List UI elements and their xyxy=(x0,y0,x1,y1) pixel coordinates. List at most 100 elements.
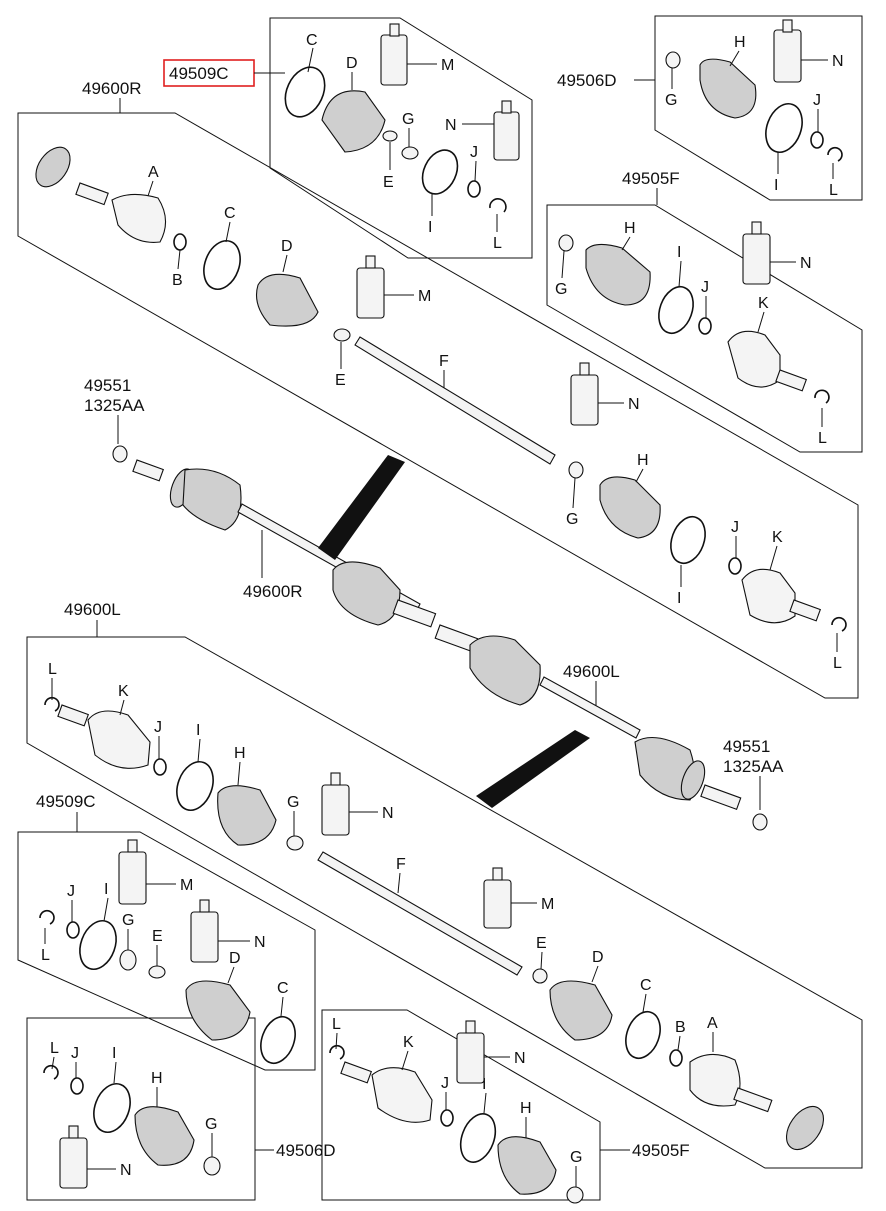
part-letter-j: J xyxy=(154,719,162,736)
leader-line xyxy=(401,1050,409,1071)
leader-line xyxy=(177,249,181,270)
part-letter-b: B xyxy=(675,1019,686,1036)
kit-code-49505F-top: 49505F xyxy=(622,169,680,188)
part-letter-k: K xyxy=(758,295,769,312)
part-letter-l: L xyxy=(818,430,827,447)
part-letter-i: I xyxy=(482,1076,486,1093)
part-letter-n: N xyxy=(120,1162,132,1179)
part-letter-i: I xyxy=(774,177,778,194)
part-letter-l: L xyxy=(493,235,502,252)
part-letter-n: N xyxy=(254,934,266,951)
part-letter-n: N xyxy=(514,1050,526,1067)
part-letter-g: G xyxy=(205,1116,217,1133)
leader-line xyxy=(280,996,284,1017)
leader-line xyxy=(540,951,543,970)
leader-line xyxy=(729,50,740,67)
leader-line xyxy=(678,260,682,288)
shaft-assembly-49600R xyxy=(112,445,437,628)
part-letter-l: L xyxy=(41,947,50,964)
part-letter-b: B xyxy=(172,272,183,289)
part-letter-l: L xyxy=(48,661,57,678)
assembly-panel-49600L xyxy=(26,636,863,1169)
part-letter-f: F xyxy=(396,856,406,873)
leader-line xyxy=(335,1032,338,1050)
part-letter-e: E xyxy=(536,935,547,952)
part-letter-l: L xyxy=(50,1040,59,1057)
part-letter-m: M xyxy=(441,57,454,74)
kit-code-49509C-top: 49509C xyxy=(169,64,229,83)
leader-line xyxy=(635,468,644,483)
nut-code-49551-upper: 49551 xyxy=(84,376,131,395)
part-letter-i: I xyxy=(112,1045,116,1062)
part-letter-i: I xyxy=(104,881,108,898)
part-letter-j: J xyxy=(67,883,75,900)
part-letter-j: J xyxy=(731,519,739,536)
kit-code-49506D-bot: 49506D xyxy=(276,1141,336,1160)
assembly-panel-49600R xyxy=(17,112,859,699)
part-letter-h: H xyxy=(624,220,636,237)
part-letter-d: D xyxy=(281,238,293,255)
part-letter-n: N xyxy=(382,805,394,822)
part-letter-g: G xyxy=(402,111,414,128)
part-letter-f: F xyxy=(439,353,449,370)
nut-code-1325AA-lower: 1325AA xyxy=(723,757,784,776)
part-letter-g: G xyxy=(287,794,299,811)
kit-49505F-top-parts xyxy=(558,221,830,404)
arrow-wedge-upper xyxy=(318,455,405,560)
part-letter-m: M xyxy=(541,896,554,913)
kit-49506D-bot-parts xyxy=(43,1064,221,1189)
part-letter-i: I xyxy=(677,244,681,261)
part-letter-m: M xyxy=(418,288,431,305)
kit-code-49505F-bot: 49505F xyxy=(632,1141,690,1160)
nut-code-49551-lower: 49551 xyxy=(723,737,770,756)
part-letter-g: G xyxy=(555,281,567,298)
leader-line xyxy=(113,1061,117,1084)
part-letter-c: C xyxy=(640,977,652,994)
kit-code-49509C-bot: 49509C xyxy=(36,792,96,811)
leader-line xyxy=(483,1092,487,1114)
leader-line xyxy=(119,699,125,716)
part-letter-h: H xyxy=(734,34,746,51)
leader-line xyxy=(642,993,647,1013)
part-letter-n: N xyxy=(800,255,812,272)
part-letter-e: E xyxy=(152,928,163,945)
leader-line xyxy=(591,965,599,983)
leader-line xyxy=(282,254,288,273)
part-letter-l: L xyxy=(833,655,842,672)
arrow-wedge-lower xyxy=(476,730,590,808)
leader-line xyxy=(474,160,477,182)
kit-49509C-bot-parts xyxy=(39,839,296,1065)
kit-box-49509C-bot xyxy=(17,831,316,1071)
part-letter-h: H xyxy=(234,745,246,762)
assembly-code-49600R-mid: 49600R xyxy=(243,582,303,601)
part-letter-c: C xyxy=(277,980,289,997)
part-letter-c: C xyxy=(224,205,236,222)
leader-line xyxy=(561,250,565,279)
kit-49505F-bot-parts xyxy=(329,1020,584,1204)
part-letter-e: E xyxy=(335,372,346,389)
assembly-code-49600L-mid: 49600L xyxy=(563,662,620,681)
part-letter-j: J xyxy=(71,1045,79,1062)
shaft-assembly-49600L xyxy=(434,624,768,831)
part-letter-d: D xyxy=(592,949,604,966)
part-letter-j: J xyxy=(470,144,478,161)
assembly-code-49600R-top: 49600R xyxy=(82,79,142,98)
part-letter-g: G xyxy=(570,1149,582,1166)
part-letter-a: A xyxy=(148,164,159,181)
kit-49509C-top-parts xyxy=(284,23,520,213)
leader-line xyxy=(51,1056,55,1070)
leader-line xyxy=(397,872,401,894)
leader-line xyxy=(197,738,201,763)
panel-49600R-parts xyxy=(35,146,847,632)
nut-code-1325AA-upper: 1325AA xyxy=(84,396,145,415)
part-letter-i: I xyxy=(196,722,200,739)
leader-line xyxy=(237,761,241,786)
part-letter-j: J xyxy=(701,279,709,296)
leader-line xyxy=(757,311,765,333)
part-letter-g: G xyxy=(122,912,134,929)
part-letter-i: I xyxy=(428,219,432,236)
part-letter-k: K xyxy=(403,1034,414,1051)
panel-49600L-parts xyxy=(44,696,825,1151)
assembly-code-49600L-left: 49600L xyxy=(64,600,121,619)
